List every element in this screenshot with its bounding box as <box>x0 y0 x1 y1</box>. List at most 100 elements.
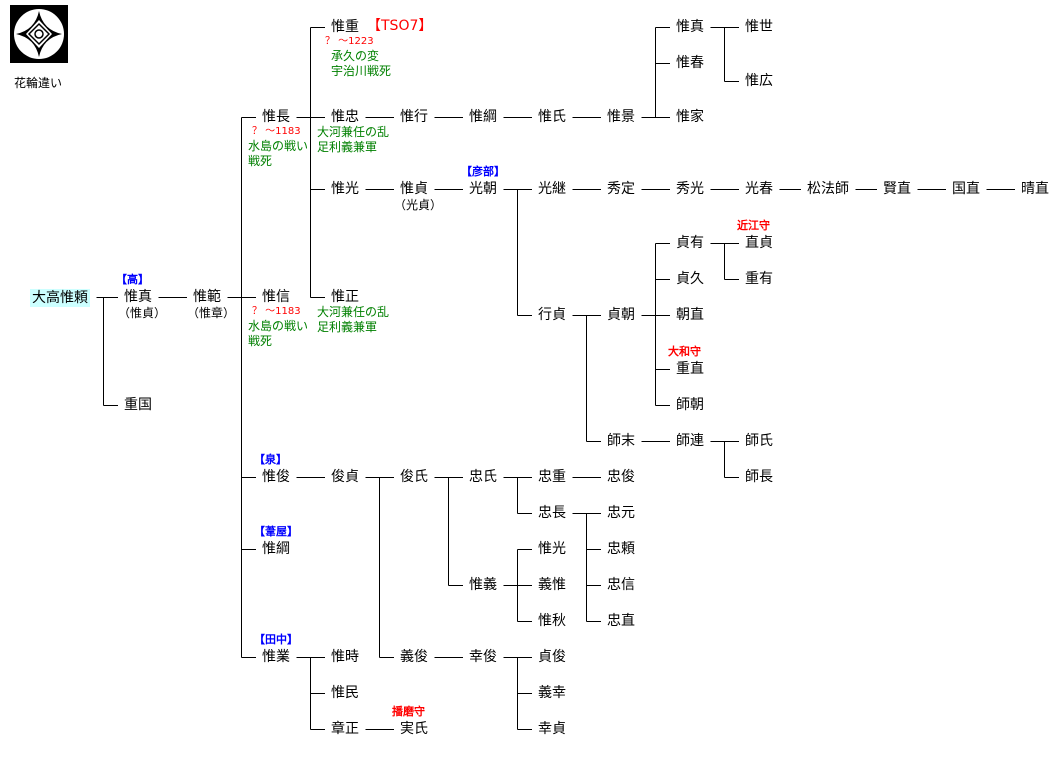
person-node: 賢直 <box>883 181 911 197</box>
person-name: 忠重 <box>538 469 566 485</box>
person-node: 惟綱 <box>469 109 497 125</box>
branch-family-label: 【高】 <box>116 273 149 286</box>
person-name: 惟時 <box>331 649 359 665</box>
person-node: 忠氏 <box>469 469 497 485</box>
person-name: 惟忠 <box>331 109 359 125</box>
life-dates: ？ ～1183 <box>252 306 301 317</box>
person-name: 光朝 <box>469 181 497 197</box>
person-name: 貞有 <box>676 235 704 251</box>
person-name: 惟行 <box>400 109 428 125</box>
branch-family-label: 【泉】 <box>254 453 287 466</box>
person-name: 義俊 <box>400 649 428 665</box>
person-node: 惟民 <box>331 685 359 701</box>
person-node: 師氏 <box>745 433 773 449</box>
person-name: 貞朝 <box>607 307 635 323</box>
person-node: 章正 <box>331 721 359 737</box>
person-node: 俊貞 <box>331 469 359 485</box>
person-name: 惟広 <box>745 73 773 89</box>
person-name: 惟業 <box>262 649 290 665</box>
person-name: 惟正 <box>331 289 359 305</box>
person-name: 光春 <box>745 181 773 197</box>
person-node: 忠元 <box>607 505 635 521</box>
person-name: 惟景 <box>607 109 635 125</box>
person-node: 忠直 <box>607 613 635 629</box>
person-name: 惟真 <box>124 289 152 305</box>
person-notes: 大河兼任の乱足利義兼軍 <box>317 305 389 335</box>
person-name: 義惟 <box>538 577 566 593</box>
person-name: 幸貞 <box>538 721 566 737</box>
person-node: 光朝【彦部】 <box>461 165 505 197</box>
person-name: 惟綱 <box>262 541 290 557</box>
person-name: 惟真 <box>676 19 704 35</box>
person-node: 幸俊 <box>469 649 497 665</box>
person-name: 惟民 <box>331 685 359 701</box>
person-node: 師朝 <box>676 397 704 413</box>
person-node: 惟光 <box>331 181 359 197</box>
emblem-caption: 花輪違い <box>14 76 63 90</box>
title-label: 【TSO7】 <box>367 18 433 34</box>
person-name: 忠信 <box>607 577 635 593</box>
person-name: 俊氏 <box>400 469 428 485</box>
person-node: 貞有 <box>676 235 704 251</box>
person-node: 貞朝 <box>607 307 635 323</box>
hanawa-chigai-crest-icon <box>14 9 64 59</box>
person-node: 重直大和守 <box>668 345 704 377</box>
event-note: 大河兼任の乱 <box>317 125 390 139</box>
person-name: 惟俊 <box>262 469 290 485</box>
person-node: 重有 <box>745 271 773 287</box>
person-node: 惟忠大河兼任の乱足利義兼軍 <box>317 109 389 154</box>
person-node: 晴直 <box>1021 181 1049 197</box>
person-name: 師朝 <box>676 397 704 413</box>
event-note: 宇治川戦死 <box>331 64 392 78</box>
person-name: 俊貞 <box>331 469 359 485</box>
person-name: 貞俊 <box>538 649 566 665</box>
title-label: 播磨守 <box>392 705 425 718</box>
person-name: 忠頼 <box>607 541 635 557</box>
person-node: 忠頼 <box>607 541 635 557</box>
person-name: 国直 <box>952 181 980 197</box>
person-name: 直貞 <box>745 235 773 251</box>
person-node: 忠信 <box>607 577 635 593</box>
person-node: 惟氏 <box>538 109 566 125</box>
alternate-name: （惟貞） <box>118 306 167 320</box>
person-name: 師連 <box>676 433 704 449</box>
person-node: 貞俊 <box>538 649 566 665</box>
person-node: 義幸 <box>538 685 566 701</box>
person-name: 光継 <box>538 181 566 197</box>
event-note: 承久の変 <box>331 49 380 63</box>
person-name: 惟範 <box>193 289 221 305</box>
person-node: 惟行 <box>400 109 428 125</box>
person-node: 惟真（惟貞） 【高】 <box>116 273 166 320</box>
person-name: 惟長 <box>262 109 290 125</box>
event-note: 水島の戦い <box>248 139 309 153</box>
person-name: 賢直 <box>883 181 911 197</box>
person-name: 惟家 <box>676 109 704 125</box>
event-note: 水島の戦い <box>248 319 309 333</box>
life-dates: ？ ～1183 <box>252 126 301 137</box>
person-node: 惟綱【葦屋】 <box>254 525 298 557</box>
person-name: 惟信 <box>262 289 290 305</box>
person-name: 惟重 <box>331 19 359 35</box>
person-name: 朝直 <box>676 307 704 323</box>
person-name: 惟義 <box>469 577 497 593</box>
event-note: 足利義兼軍 <box>317 320 378 334</box>
person-name: 惟春 <box>676 55 704 71</box>
family-crest-emblem <box>10 5 68 63</box>
person-node: 朝直 <box>676 307 704 323</box>
person-node: 惟貞（光貞） <box>394 181 442 212</box>
person-node: 貞久 <box>676 271 704 287</box>
person-name: 忠長 <box>538 505 566 521</box>
person-node: 幸貞 <box>538 721 566 737</box>
person-name: 義幸 <box>538 685 566 701</box>
person-node: 直貞近江守 <box>737 219 773 251</box>
person-name: 忠氏 <box>469 469 497 485</box>
person-node: 惟真 <box>676 19 704 35</box>
person-node: 惟家 <box>676 109 704 125</box>
